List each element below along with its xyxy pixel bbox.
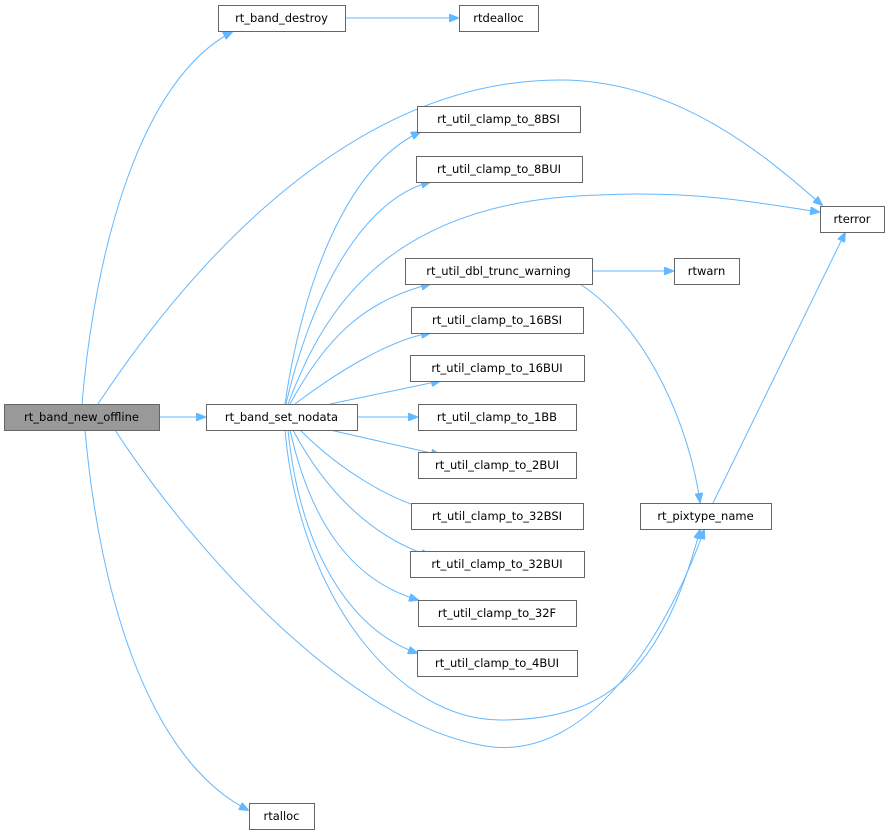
node-rtdealloc[interactable]: rtdealloc bbox=[459, 5, 539, 32]
node-box bbox=[410, 355, 585, 382]
edge-set_nodata-to-c2bui bbox=[329, 429, 440, 455]
node-c8bsi[interactable]: rt_util_clamp_to_8BSI bbox=[417, 106, 581, 133]
edge-arrow bbox=[579, 283, 700, 502]
node-pixtype[interactable]: rt_pixtype_name bbox=[640, 503, 772, 530]
node-c32f[interactable]: rt_util_clamp_to_32F bbox=[418, 600, 577, 627]
edge-arrow bbox=[284, 132, 420, 405]
edge-set_nodata-to-c16bui bbox=[329, 381, 440, 405]
node-label: rt_util_dbl_trunc_warning bbox=[426, 264, 570, 278]
node-dbl[interactable]: rt_util_dbl_trunc_warning bbox=[405, 258, 593, 285]
edge-arrow bbox=[289, 284, 430, 405]
edge-arrow bbox=[285, 182, 430, 405]
edge-arrow bbox=[294, 333, 430, 405]
edge-set_nodata-to-pixtype bbox=[284, 429, 700, 721]
node-box bbox=[416, 156, 583, 183]
edge-arrow bbox=[114, 429, 704, 748]
node-box bbox=[640, 503, 772, 530]
node-label: rtwarn bbox=[688, 264, 726, 278]
edge-set_nodata-to-c8bui bbox=[285, 182, 430, 405]
edge-arrow bbox=[84, 429, 248, 810]
edge-arrow bbox=[287, 193, 819, 405]
node-set_nodata[interactable]: rt_band_set_nodata bbox=[206, 404, 358, 431]
node-box bbox=[417, 650, 578, 677]
node-label: rt_band_new_offline bbox=[24, 410, 139, 424]
edge-new_offline-to-rterror bbox=[97, 79, 822, 405]
edge-arrow bbox=[329, 429, 440, 455]
node-label: rterror bbox=[833, 212, 870, 226]
node-box bbox=[411, 307, 584, 334]
node-label: rt_util_clamp_to_4BUI bbox=[435, 656, 559, 670]
node-label: rtalloc bbox=[263, 809, 299, 823]
node-c1bb[interactable]: rt_util_clamp_to_1BB bbox=[418, 404, 577, 431]
edge-set_nodata-to-c8bsi bbox=[284, 132, 420, 405]
node-label: rt_util_clamp_to_32BUI bbox=[431, 557, 562, 571]
node-box bbox=[410, 551, 585, 578]
edge-arrow bbox=[712, 233, 845, 504]
edge-set_nodata-to-c4bui bbox=[287, 429, 417, 653]
node-label: rt_util_clamp_to_8BUI bbox=[437, 162, 561, 176]
node-rtalloc[interactable]: rtalloc bbox=[249, 803, 315, 830]
node-box bbox=[418, 452, 577, 479]
node-c16bsi[interactable]: rt_util_clamp_to_16BSI bbox=[411, 307, 584, 334]
node-c4bui[interactable]: rt_util_clamp_to_4BUI bbox=[417, 650, 578, 677]
edge-set_nodata-to-c32f bbox=[289, 429, 418, 600]
edge-arrow bbox=[97, 79, 822, 405]
edge-arrow bbox=[284, 429, 700, 721]
node-c2bui[interactable]: rt_util_clamp_to_2BUI bbox=[418, 452, 577, 479]
node-label: rt_util_clamp_to_16BSI bbox=[432, 313, 562, 327]
node-box bbox=[206, 404, 358, 431]
node-box bbox=[411, 503, 584, 530]
node-rterror[interactable]: rterror bbox=[820, 206, 885, 233]
edge-set_nodata-to-c16bsi bbox=[294, 333, 430, 405]
node-c32bui[interactable]: rt_util_clamp_to_32BUI bbox=[410, 551, 585, 578]
edge-set_nodata-to-c32bsi bbox=[299, 429, 430, 510]
node-label: rt_util_clamp_to_1BB bbox=[437, 410, 557, 424]
edge-set_nodata-to-rterror bbox=[287, 193, 819, 405]
node-label: rt_util_clamp_to_16BUI bbox=[431, 361, 562, 375]
node-box bbox=[417, 106, 581, 133]
node-c32bsi[interactable]: rt_util_clamp_to_32BSI bbox=[411, 503, 584, 530]
edge-dbl-to-pixtype bbox=[579, 283, 700, 502]
node-label: rt_band_set_nodata bbox=[225, 410, 338, 424]
node-label: rt_util_clamp_to_32F bbox=[438, 606, 556, 620]
node-rtwarn[interactable]: rtwarn bbox=[674, 258, 740, 285]
node-new_offline: rt_band_new_offline bbox=[4, 404, 160, 431]
node-band_destroy[interactable]: rt_band_destroy bbox=[218, 5, 346, 32]
edge-new_offline-to-band_destroy bbox=[81, 32, 232, 405]
node-label: rt_band_destroy bbox=[235, 11, 328, 25]
node-box bbox=[820, 206, 885, 233]
edge-arrow bbox=[289, 429, 418, 600]
edge-new_offline-to-rtalloc bbox=[84, 429, 248, 810]
edge-arrow bbox=[299, 429, 430, 510]
node-box bbox=[459, 5, 539, 32]
node-box bbox=[418, 600, 577, 627]
edge-arrow bbox=[81, 32, 232, 405]
node-c8bui[interactable]: rt_util_clamp_to_8BUI bbox=[416, 156, 583, 183]
node-label: rt_util_clamp_to_8BSI bbox=[437, 112, 560, 126]
edge-arrow bbox=[329, 381, 440, 405]
edge-pixtype-to-rterror bbox=[712, 233, 845, 504]
node-box bbox=[405, 258, 593, 285]
node-box bbox=[418, 404, 577, 431]
node-label: rtdealloc bbox=[473, 11, 523, 25]
edge-new_offline-to-pixtype bbox=[114, 429, 704, 748]
node-c16bui[interactable]: rt_util_clamp_to_16BUI bbox=[410, 355, 585, 382]
node-box bbox=[218, 5, 346, 32]
edge-arrow bbox=[292, 429, 430, 556]
edge-arrow bbox=[287, 429, 417, 653]
node-box bbox=[249, 803, 315, 830]
node-box bbox=[4, 404, 160, 431]
node-label: rt_pixtype_name bbox=[657, 509, 753, 523]
edge-set_nodata-to-c32bui bbox=[292, 429, 430, 556]
node-box bbox=[674, 258, 740, 285]
node-label: rt_util_clamp_to_32BSI bbox=[432, 509, 562, 523]
node-label: rt_util_clamp_to_2BUI bbox=[435, 458, 559, 472]
edge-set_nodata-to-dbl bbox=[289, 284, 430, 405]
